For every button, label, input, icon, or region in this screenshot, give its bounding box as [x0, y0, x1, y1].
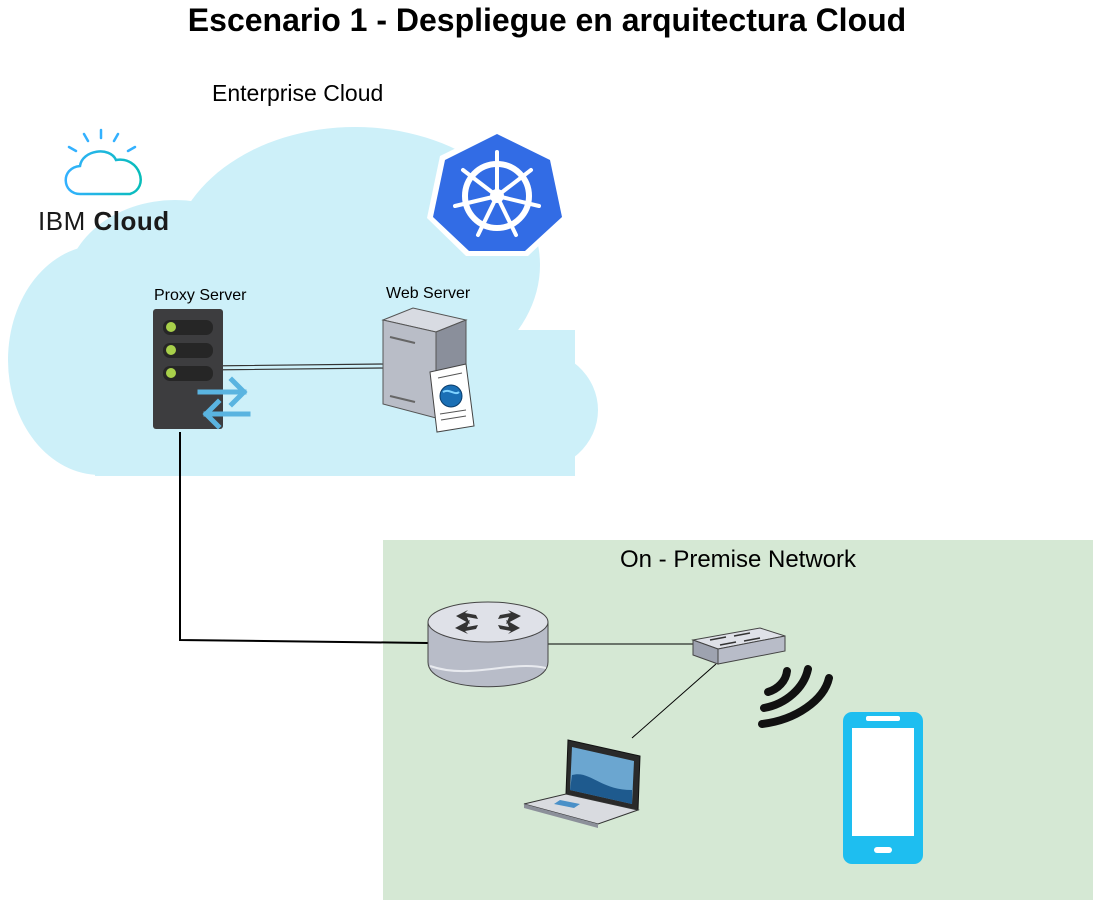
wifi-signal-icon	[758, 665, 833, 728]
proxy-server-label: Proxy Server	[154, 287, 247, 304]
ibm-cloud-logo-text: IBM Cloud	[38, 206, 170, 237]
web-server-label: Web Server	[386, 285, 471, 302]
on-premise-network-label: On - Premise Network	[619, 546, 857, 573]
on-premise-network-zone	[383, 540, 1093, 900]
proxy-server-icon	[153, 309, 251, 430]
network-switch-icon	[691, 627, 786, 665]
proxy-router-link	[179, 432, 429, 644]
ibm-cloud-logo	[64, 128, 142, 196]
router-icon	[427, 601, 549, 688]
proxy-webserver-link	[202, 363, 386, 371]
connections	[179, 363, 717, 739]
smartphone-icon	[843, 712, 923, 864]
ibm-text-light: IBM	[38, 206, 86, 236]
enterprise-cloud-label: Enterprise Cloud	[212, 80, 384, 106]
kubernetes-icon	[427, 128, 568, 256]
switch-laptop-link	[631, 663, 717, 739]
laptop-icon	[523, 739, 641, 828]
diagram-title: Escenario 1 - Despliegue en arquitectura…	[187, 2, 907, 38]
web-server-icon	[381, 307, 475, 433]
ibm-text-bold: Cloud	[93, 206, 170, 236]
